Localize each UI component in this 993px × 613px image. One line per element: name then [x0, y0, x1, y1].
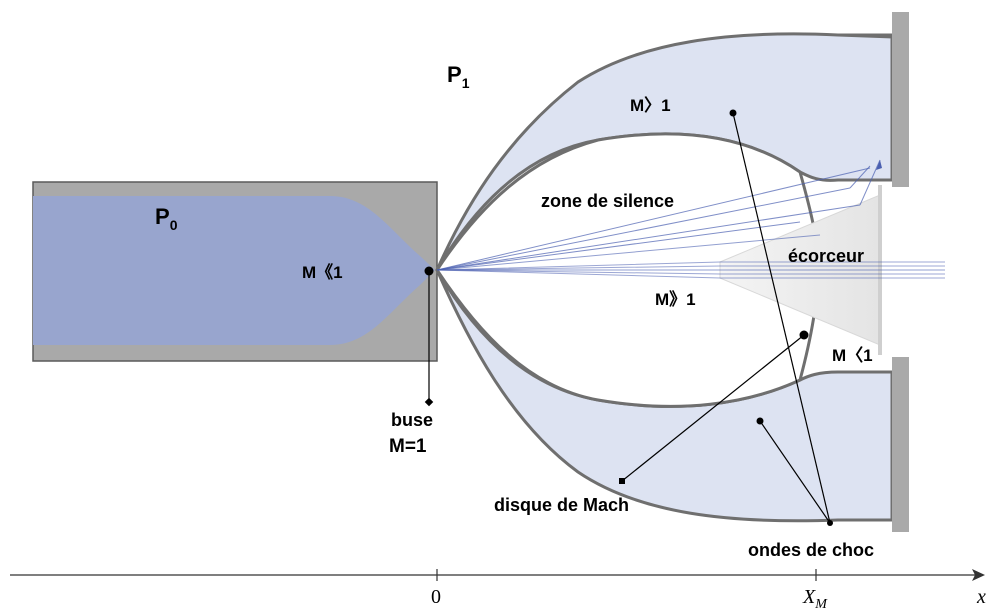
ondes-choc-dot — [827, 520, 833, 526]
axis-zero-label: 0 — [431, 586, 441, 608]
p1-label: P1 — [447, 62, 470, 91]
axis-xm-label: XM — [802, 586, 828, 612]
buse-m-label: M=1 — [389, 436, 427, 457]
skimmer-plate-top — [892, 12, 909, 187]
m-gt-1-label: M〉1 — [630, 95, 671, 115]
zone-silence-label: zone de silence — [541, 191, 674, 211]
molecular-beam — [436, 159, 945, 279]
mach-disk-dot — [799, 330, 809, 340]
shock-dot-bottom — [756, 417, 764, 425]
buse-marker — [424, 397, 434, 407]
m-gg-1-label: M》1 — [655, 289, 696, 309]
disque-mach-marker — [619, 478, 625, 484]
skimmer-plate-bottom — [892, 357, 909, 532]
nozzle-dot — [424, 266, 434, 276]
shock-dot-top — [729, 109, 737, 117]
axis-x-label: x — [976, 586, 986, 608]
ondes-choc-label: ondes de choc — [748, 540, 874, 560]
x-axis — [10, 569, 985, 581]
nozzle-reservoir — [32, 181, 438, 362]
m-lt-1-label: M〈1 — [832, 345, 873, 365]
leader-lines — [428, 112, 831, 524]
m-ll-1-label: M《1 — [302, 262, 343, 282]
disque-mach-label: disque de Mach — [494, 495, 629, 515]
ecorceur-label: écorceur — [788, 246, 864, 266]
buse-label: buse — [391, 410, 433, 430]
beam-arrowhead — [876, 160, 882, 170]
p0-label: P0 — [155, 204, 178, 233]
